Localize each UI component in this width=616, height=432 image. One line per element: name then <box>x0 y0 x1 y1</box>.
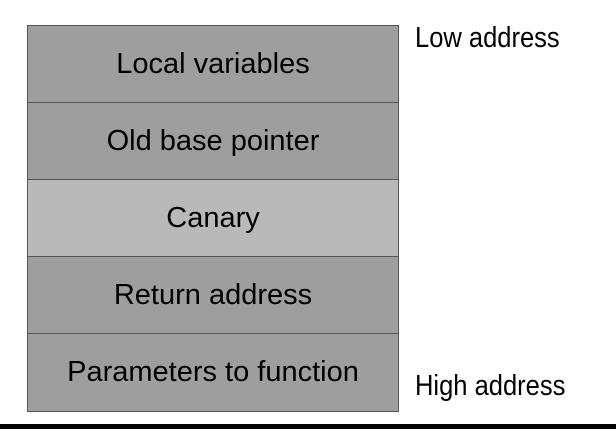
stack-cell-canary: Canary <box>28 180 398 257</box>
divider-line <box>0 424 616 429</box>
stack-cell-parameters: Parameters to function <box>28 334 398 411</box>
stack-cell-return-address: Return address <box>28 257 398 334</box>
stack-cell-old-base-pointer: Old base pointer <box>28 103 398 180</box>
stack-diagram: Local variables Old base pointer Canary … <box>27 25 399 412</box>
high-address-label: High address <box>415 370 566 402</box>
low-address-label: Low address <box>415 22 560 54</box>
stack-cell-local-variables: Local variables <box>28 26 398 103</box>
